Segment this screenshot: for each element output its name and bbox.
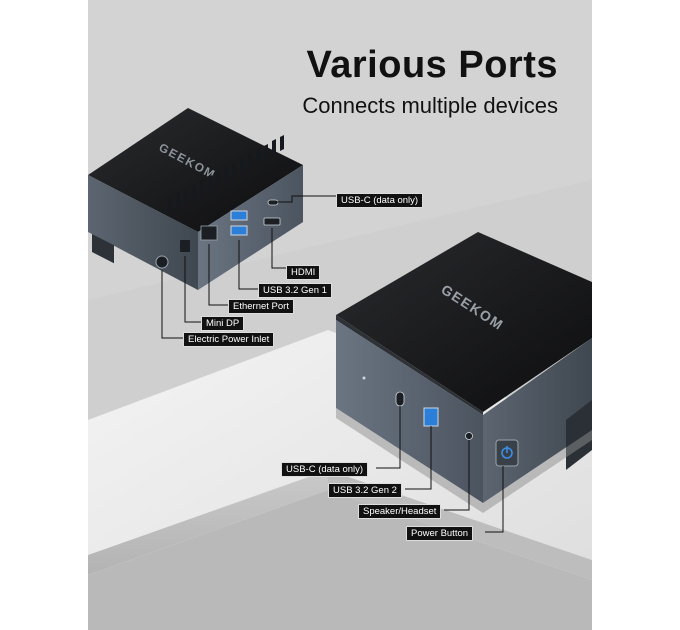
front-usb-a [423, 407, 439, 427]
front-audio-jack [465, 432, 473, 440]
rear-usb-a-lower [230, 225, 248, 236]
label-rear-usb32-gen1: USB 3.2 Gen 1 [258, 283, 332, 298]
front-usb-c [395, 391, 405, 407]
label-front-audio: Speaker/Headset [358, 504, 442, 519]
rear-callout-lines [161, 195, 336, 339]
label-rear-hdmi: HDMI [286, 265, 321, 280]
rear-ethernet [200, 225, 218, 241]
rear-mini-dp [180, 240, 190, 252]
label-rear-ethernet: Ethernet Port [228, 299, 294, 314]
pedestal-side [88, 470, 328, 575]
rear-usb-a-upper [230, 210, 248, 221]
product-illustration: GEEKOM [88, 0, 592, 630]
label-front-usb-c: USB-C (data only) [281, 462, 369, 477]
label-front-usb32-gen2: USB 3.2 Gen 2 [328, 483, 402, 498]
label-rear-mini-dp: Mini DP [201, 316, 245, 331]
label-front-power-button: Power Button [406, 526, 474, 541]
rear-hdmi [263, 217, 281, 226]
label-rear-power-inlet: Electric Power Inlet [183, 332, 275, 347]
front-callout-lines [376, 406, 504, 533]
subheadline: Connects multiple devices [302, 93, 558, 118]
rear-power-inlet [155, 255, 169, 269]
headline: Various Ports [306, 44, 558, 86]
product-scene: GEEKOM [88, 0, 592, 630]
front-mini-pc: GEEKOM [336, 232, 592, 513]
rear-mini-pc: GEEKOM [88, 108, 303, 290]
label-rear-usb-c: USB-C (data only) [336, 193, 424, 208]
